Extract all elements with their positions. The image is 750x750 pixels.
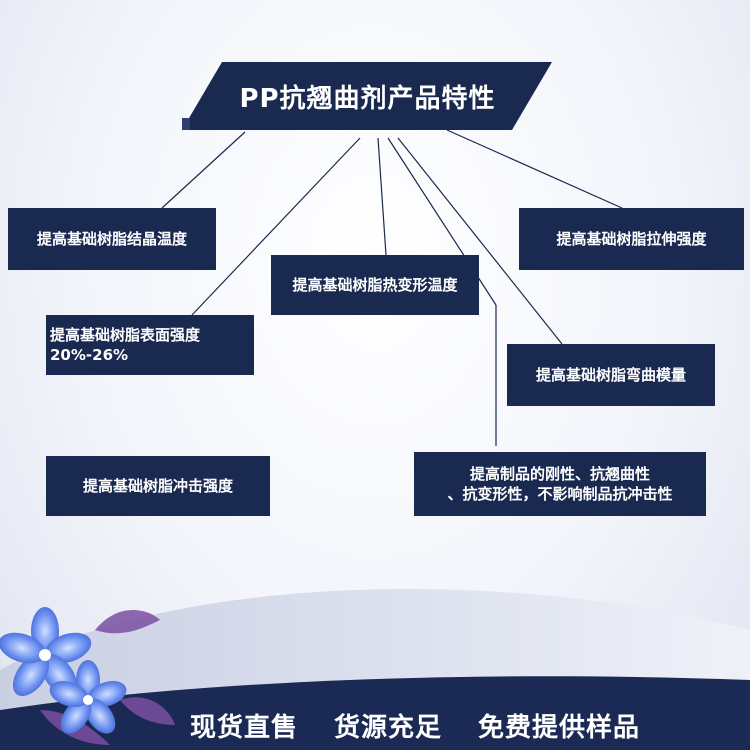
footer-slogans: 现货直售 货源充足 免费提供样品 bbox=[190, 700, 730, 750]
connector-b1 bbox=[161, 131, 246, 209]
connector-b2 bbox=[377, 137, 387, 256]
connector-b4 bbox=[191, 137, 361, 316]
feature-box-impact-strength: 提高基础树脂冲击强度 bbox=[46, 456, 270, 516]
feature-label-line2: 、抗变形性，不影响制品抗冲击性 bbox=[447, 485, 673, 503]
footer-decoration bbox=[0, 589, 750, 750]
feature-label: 提高基础树脂结晶温度 bbox=[36, 230, 187, 248]
feature-box-crystallization: 提高基础树脂结晶温度 bbox=[8, 208, 216, 270]
feature-label-line1: 提高制品的刚性、抗翘曲性 bbox=[469, 465, 650, 483]
connector-b3 bbox=[446, 129, 623, 209]
feature-box-surface-strength: 提高基础树脂表面强度 20%-26% bbox=[46, 315, 254, 375]
slogan-free-samples: 免费提供样品 bbox=[478, 712, 641, 743]
slogan-ample-supply: 货源充足 bbox=[334, 712, 443, 743]
connector-b5 bbox=[397, 137, 563, 345]
feature-box-tensile-strength: 提高基础树脂拉伸强度 bbox=[519, 208, 744, 270]
flower-icon bbox=[49, 660, 127, 734]
feature-label: 提高基础树脂冲击强度 bbox=[82, 477, 233, 495]
footer-band bbox=[0, 676, 750, 750]
feature-value: 20%-26% bbox=[50, 346, 129, 364]
feature-box-heat-deflection: 提高基础树脂热变形温度 bbox=[271, 255, 479, 315]
feature-box-flexural-modulus: 提高基础树脂弯曲模量 bbox=[507, 344, 715, 406]
slogan-in-stock-direct: 现货直售 bbox=[190, 712, 299, 743]
feature-label: 提高基础树脂表面强度 bbox=[50, 326, 201, 344]
diagram-title: PP抗翘曲剂产品特性 bbox=[239, 83, 496, 114]
title-banner bbox=[182, 62, 552, 130]
feature-label: 提高基础树脂热变形温度 bbox=[292, 276, 458, 294]
feature-label: 提高基础树脂拉伸强度 bbox=[556, 230, 707, 248]
feature-box-product-rigidity: 提高制品的刚性、抗翘曲性 、抗变形性，不影响制品抗冲击性 bbox=[414, 452, 706, 516]
feature-label: 提高基础树脂弯曲模量 bbox=[535, 366, 686, 384]
